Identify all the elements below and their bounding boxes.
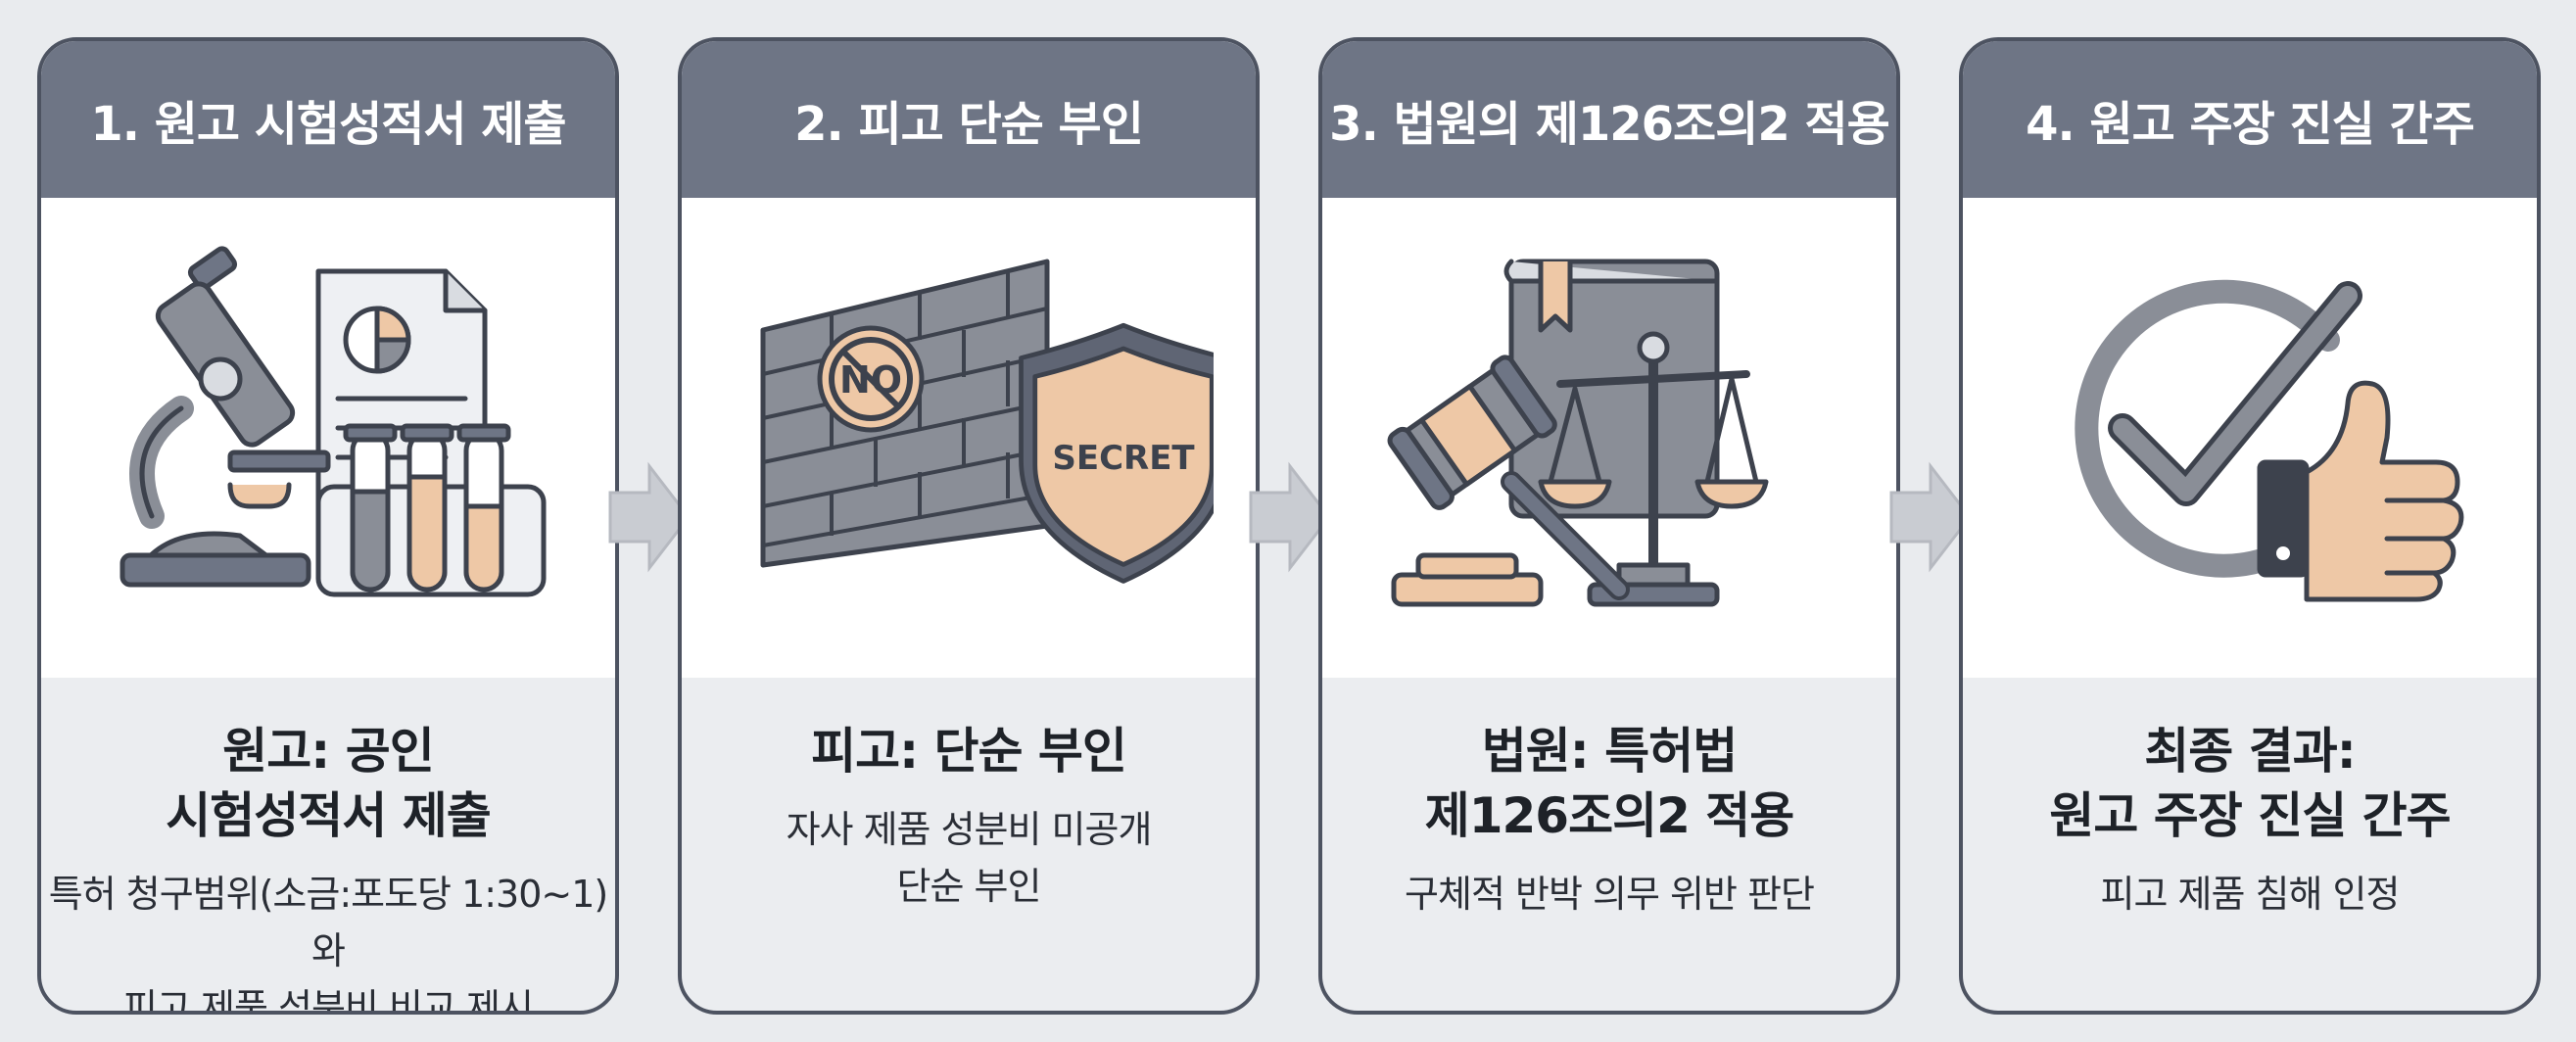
step-title-line1: 피고: 단순 부인 bbox=[811, 723, 1127, 780]
step-desc-line1: 특허 청구범위(소금:포도당 1:30~1)와 bbox=[48, 873, 609, 972]
step-title-line2: 제126조의2 적용 bbox=[1424, 787, 1795, 844]
brick-wall-shield-icon: NO SECRET bbox=[760, 259, 1214, 584]
step-desc-line2: 피고 제품 성분비 비교 제시 bbox=[123, 986, 534, 1015]
step-header: 2. 피고 단순 부인 bbox=[682, 41, 1256, 198]
step-title-line1: 법원: 특허법 bbox=[1481, 723, 1738, 780]
step-title-line2: 원고 주장 진실 간주 bbox=[2049, 787, 2451, 844]
checkmark-thumbs-up-icon bbox=[2075, 279, 2464, 602]
arrow-right-icon bbox=[1249, 461, 1331, 573]
step-desc-line2: 단순 부인 bbox=[896, 865, 1042, 908]
step-title-line1: 최종 결과: bbox=[2144, 723, 2356, 780]
microscope-document-test-tubes-icon bbox=[119, 246, 547, 597]
step-illustration bbox=[41, 198, 615, 678]
step-illustration bbox=[1963, 198, 2537, 678]
shield-label: SECRET bbox=[1052, 439, 1195, 478]
gavel-book-scales-icon bbox=[1387, 259, 1769, 607]
step-illustration: NO SECRET bbox=[682, 198, 1256, 678]
arrow-right-icon bbox=[1889, 461, 1972, 573]
step-header: 3. 법원의 제126조의2 적용 bbox=[1322, 41, 1896, 198]
step-card-4: 4. 원고 주장 진실 간주 최종 결과: 원고 주장 진실 간주 피고 제품 … bbox=[1959, 37, 2541, 1015]
step-title-line1: 원고: 공인 bbox=[222, 723, 434, 780]
step-card-1: 1. 원고 시험성적서 제출 bbox=[37, 37, 619, 1015]
step-header: 4. 원고 주장 진실 간주 bbox=[1963, 41, 2537, 198]
step-desc-line1: 구체적 반박 의무 위반 판단 bbox=[1405, 873, 1815, 916]
step-desc-line1: 피고 제품 침해 인정 bbox=[2100, 873, 2401, 916]
arrow-right-icon bbox=[608, 461, 691, 573]
step-card-3: 3. 법원의 제126조의2 적용 bbox=[1318, 37, 1900, 1015]
step-title-line2: 시험성적서 제출 bbox=[166, 787, 491, 844]
no-sign-label: NO bbox=[839, 358, 902, 402]
step-header: 1. 원고 시험성적서 제출 bbox=[41, 41, 615, 198]
step-illustration bbox=[1322, 198, 1896, 678]
step-desc-line1: 자사 제품 성분비 미공개 bbox=[786, 808, 1153, 851]
step-card-2: 2. 피고 단순 부인 NO SE bbox=[678, 37, 1260, 1015]
